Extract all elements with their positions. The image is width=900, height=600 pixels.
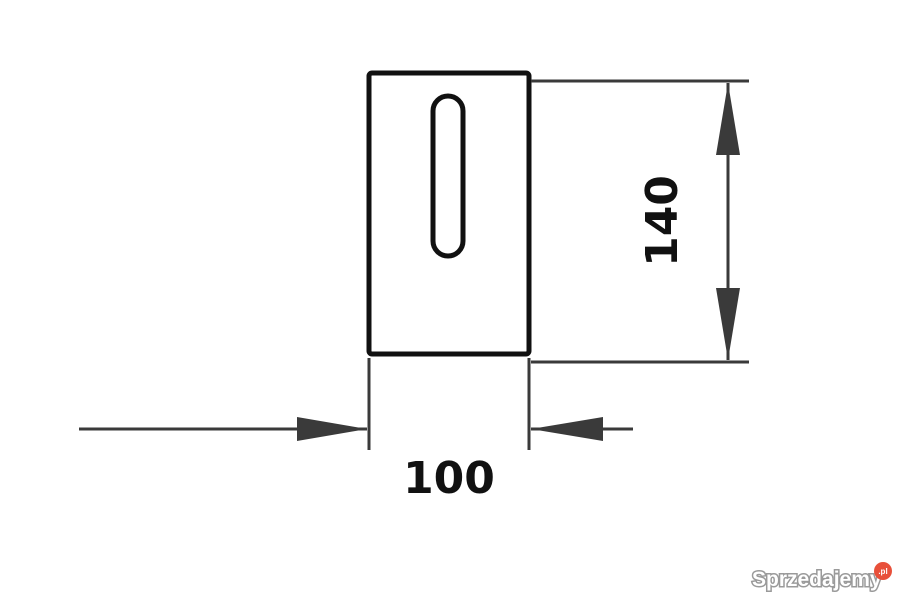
width-arrowhead-left bbox=[297, 417, 367, 441]
width-arrowhead-right bbox=[531, 417, 603, 441]
watermark-text: Sprzedajemy bbox=[752, 568, 882, 591]
height-dimension-label: 140 bbox=[637, 175, 688, 267]
watermark-badge bbox=[874, 562, 892, 580]
height-arrowhead-bottom bbox=[716, 288, 740, 360]
width-dimension-label: 100 bbox=[403, 453, 495, 504]
height-arrowhead-top bbox=[716, 83, 740, 155]
watermark-logo: Sprzedajemy .pl bbox=[751, 562, 892, 593]
slot-hole bbox=[430, 93, 466, 259]
watermark-badge-text: .pl bbox=[878, 567, 887, 576]
